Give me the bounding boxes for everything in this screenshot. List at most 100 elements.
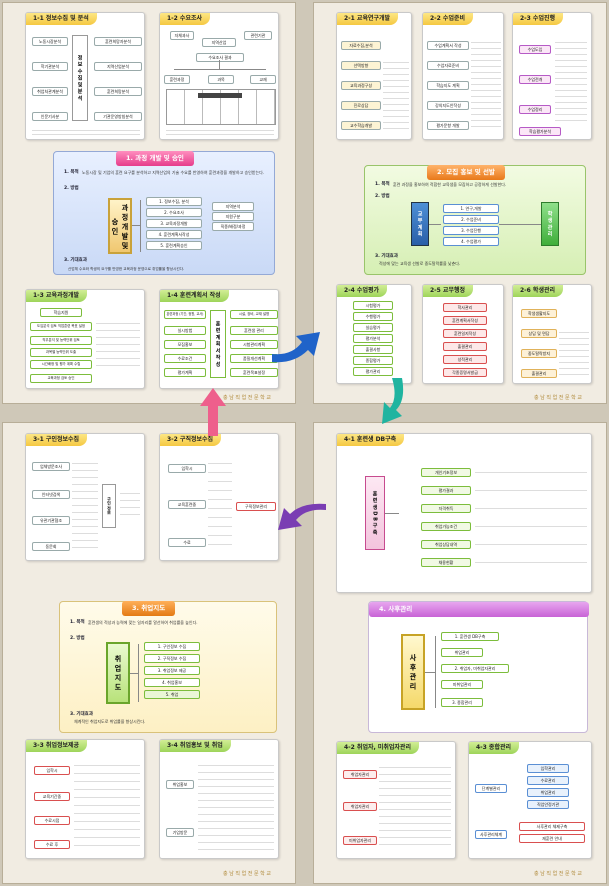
quadrant-follow-up: 4-1 훈련생 DB구축 훈 련 생 D B 구 축 개인기초정보 평가결과 자… <box>313 422 607 884</box>
info-item: 노동시장분석 <box>32 37 68 46</box>
provision-item: 수료 후 <box>34 840 70 849</box>
survey-output: 훈련과정 <box>164 75 190 84</box>
plan-item: 모집홍보 <box>164 340 206 349</box>
arrow-left-icon <box>278 503 326 530</box>
research-item: 교수학습개발 <box>341 121 381 130</box>
db-item: 취업상담내역 <box>421 540 471 549</box>
db-item: 자격취득 <box>421 504 471 513</box>
approval-step: 4. 훈련계획서작성 <box>146 230 202 239</box>
guidance-step: 5. 취업 <box>144 690 200 699</box>
purpose-text: 훈련생의 적성과 능력에 맞는 일자리를 알선하여 취업률을 높인다. <box>88 620 198 625</box>
research-item: 선택방향 <box>341 61 381 70</box>
recruit-step: 4. 수업평가 <box>443 237 499 246</box>
followup-center: 사 후 관 리 <box>401 634 425 710</box>
recruit-step: 3. 수업진행 <box>443 226 499 235</box>
student-item: 학생생활지도 <box>521 309 557 318</box>
employed-item: 취업자관리 <box>343 770 377 779</box>
card-title: 3-4 취업홍보 및 취업 <box>160 740 231 752</box>
survey-output: 과목 <box>208 75 234 84</box>
seeker-item: 교육훈련중 <box>168 500 206 509</box>
main-follow-up: 4. 사후관리 사 후 관 리 1. 훈련생 DB구축 취업관리 2. 취업자,… <box>368 601 589 733</box>
progress-item: 수업전개 <box>519 75 551 84</box>
followup-step: 1. 훈련생 DB구축 <box>441 632 499 641</box>
employed-item: 미취업자관리 <box>343 836 377 845</box>
main-recruitment: 2. 모집 홍보 및 선발 1. 목적 훈련 과정을 홍보하여 적합한 교육생을… <box>364 165 586 275</box>
recruit-step: 1. 연구,개발 <box>443 204 499 213</box>
overall-item: 재훈련 안내 <box>519 834 585 843</box>
offer-item: 유관기관협조 <box>32 516 70 525</box>
card-training-plan: 1-4 훈련계획서 작성 훈련과정 (기간, 정원, 교사) 실시방법 모집홍보… <box>159 289 279 389</box>
card-title: 4-3 종합관리 <box>469 742 520 754</box>
main-title: 2. 모집 홍보 및 선발 <box>427 165 505 180</box>
survey-source: 관련기관 <box>244 31 272 40</box>
admin-item: 학사관리 <box>443 303 487 312</box>
employed-item: 취업자관리 <box>343 802 377 811</box>
curriculum-step: 교육과정 검토 승인 <box>30 374 92 383</box>
followup-step: 2. 취업자, 미취업자관리 <box>441 664 509 673</box>
card-lesson-evaluation: 2-4 수업평가 시험평가 수행평가 실습평가 평가분석 출결사항 종합평가 평… <box>336 284 412 384</box>
purpose-text: 훈련 과정을 홍보하여 적합한 교육생을 모집하고 공정하게 선발한다. <box>393 182 507 187</box>
curriculum-step: 과목별 능력단위 도출 <box>30 348 92 357</box>
footer-logo: 충 남 직 업 전 문 학 교 <box>223 395 271 401</box>
purpose-label: 1. 목적 <box>64 170 79 175</box>
info-item: 취업처관계분석 <box>32 87 68 96</box>
card-lesson-progress: 2-3 수업진행 수업도입 수업전개 수업정리 학습평가분석 <box>512 12 592 140</box>
recruit-right: 학 생 관 리 <box>541 202 559 246</box>
method-label: 2. 방법 <box>375 194 390 199</box>
offer-notes <box>72 460 98 550</box>
curriculum-step: 도입분석 검토 직업훈련 목표 설정 <box>30 322 92 331</box>
eval-item: 출결사항 <box>353 345 393 354</box>
info-center: 정 보 수 집 및 분 석 <box>72 35 88 121</box>
seeker-item: 입학시 <box>168 464 206 473</box>
method-label: 2. 방법 <box>70 636 85 641</box>
card-title: 2-6 학생관리 <box>513 285 564 297</box>
quadrant-course-development: 1-1 정보수집 및 분석 노동시장분석 학기관분석 취업처관계분석 인문기사분… <box>2 2 296 404</box>
followup-step: 미취업관리 <box>441 680 483 689</box>
plan-item: 수료조건 <box>164 354 206 363</box>
db-notes <box>475 470 587 566</box>
eval-item: 시험평가 <box>353 301 393 310</box>
guidance-step: 1. 구인정보 수집 <box>144 642 200 651</box>
card-title: 2-4 수업평가 <box>337 285 388 297</box>
card-student-management: 2-6 학생관리 학생생활지도 상담 및 면담 중도탈락방지 출결관리 <box>512 284 592 384</box>
admin-item: 훈련일지작성 <box>443 329 487 338</box>
main-title: 3. 취업지도 <box>122 601 176 616</box>
approval-step: 2. 수요조사 <box>146 208 202 217</box>
card-overall-management: 4-3 종합관리 단계별관리 사후관리체계 입학관리 수료관리 취업관리 직업안… <box>468 741 592 859</box>
info-item-right: 훈련희망자분석 <box>94 37 142 46</box>
card-curriculum-development: 1-3 교육과정개발 학습지원 도입분석 검토 직업훈련 목표 설정 직무분석 … <box>25 289 145 389</box>
card-title: 1-2 수요조사 <box>160 13 211 25</box>
effect-text: 체계적인 취업지도로 취업률을 향상시킨다. <box>74 719 146 724</box>
prep-item: 강의지도안작성 <box>427 101 469 110</box>
employed-notes <box>379 764 451 848</box>
student-item: 상담 및 면담 <box>521 329 557 338</box>
db-item: 채용현황 <box>421 558 471 567</box>
seeker-notes <box>208 460 232 550</box>
followup-step: 취업관리 <box>441 648 483 657</box>
card-education-research: 2-1 교육연구개발 자료수집,분석 선택방향 교육과정구성 진로상담 교수학습… <box>336 12 412 140</box>
approval-step: 5. 훈련계획승인 <box>146 241 202 250</box>
approval-right: 직종/배정/과정 <box>212 222 254 231</box>
survey-source: 자체과사 <box>170 31 194 40</box>
plan-item: 평가계획 <box>164 368 206 377</box>
progress-notes <box>555 39 587 123</box>
footer-logo: 충 남 직 업 전 문 학 교 <box>534 395 582 401</box>
plan-right: 시험관리계획 <box>230 340 278 349</box>
prep-item: 학습지도 계획 <box>427 81 469 90</box>
effect-text: 산업체 수요와 학생의 요구를 반영한 교육과정 운영으로 취업률을 향상시킨다… <box>68 267 185 271</box>
main-course-approval: 1. 과정 개발 및 승인 1. 목적 노동시장 및 기업의 훈련 요구를 분석… <box>53 151 275 275</box>
admin-item: 각종증명서발급 <box>443 368 487 377</box>
arrow-down-icon <box>382 378 404 424</box>
info-item-right: 훈련희망분석 <box>94 87 142 96</box>
guidance-center: 취 업 지 도 <box>106 642 130 704</box>
card-footnote <box>166 129 274 137</box>
provision-notes <box>74 762 140 852</box>
card-demand-survey: 1-2 수요조사 자체과사 지역산업 관련기관 수요조사 결과 훈련과정 과목 … <box>159 12 279 140</box>
provision-item: 교육기간중 <box>34 792 70 801</box>
quadrant-job-guidance: 3-1 구인정보수집 업체방문조사 인터넷검색 유관기관협조 동문회 구인 정보… <box>2 422 296 884</box>
card-info-collection: 1-1 정보수집 및 분석 노동시장분석 학기관분석 취업처관계분석 인문기사분… <box>25 12 145 140</box>
plan-right: 훈련생 관리 <box>230 326 278 335</box>
info-item-right: 기관운영방침분석 <box>94 112 142 121</box>
card-title: 3-3 취업정보제공 <box>26 740 88 752</box>
effect-text: 적성에 맞는 교육생 선발로 중도탈락률을 낮춘다. <box>379 261 461 266</box>
